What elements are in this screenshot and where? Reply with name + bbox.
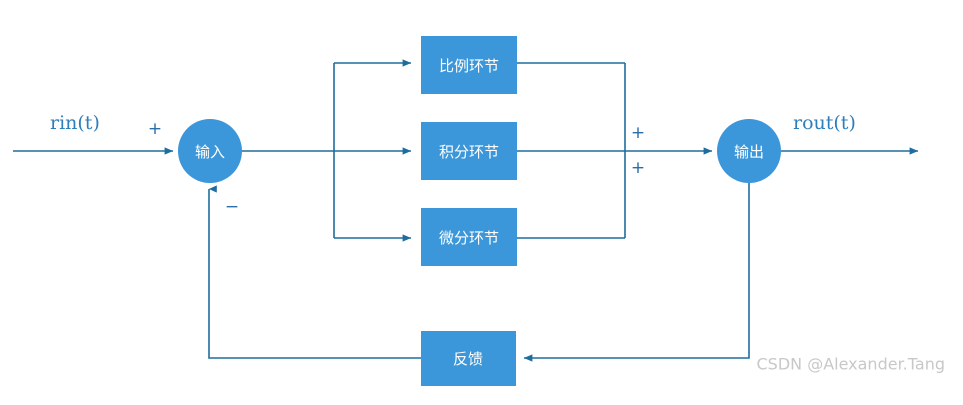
wire-output-to-feedback-block — [523, 183, 750, 362]
derivative-block-label: 微分环节 — [439, 229, 499, 247]
sign-layer: + − + + — [148, 119, 645, 217]
integral-block-label: 积分环节 — [439, 143, 499, 161]
block-integral[interactable]: 积分环节 — [421, 122, 517, 180]
proportional-block-label: 比例环节 — [439, 57, 499, 75]
feedback-block-shape — [421, 331, 516, 386]
signal-label-layer: rin(t) rout(t) — [50, 112, 856, 134]
block-layer: 比例环节 积分环节 微分环节 反馈 — [421, 36, 517, 386]
block-proportional[interactable]: 比例环节 — [421, 36, 517, 94]
feedback-minus-sign: − — [225, 197, 239, 217]
summing-node-input[interactable]: 输入 — [178, 119, 242, 183]
merge-plus-upper-sign: + — [631, 123, 645, 143]
integral-block-shape — [421, 122, 517, 180]
wire-feedback-to-sum — [208, 185, 421, 359]
summing-node-output[interactable]: 输出 — [717, 119, 781, 183]
input-plus-sign: + — [148, 119, 162, 139]
derivative-block-shape — [421, 208, 517, 266]
summing-node-layer: 输入 输出 — [178, 119, 781, 183]
csdn-watermark: CSDN @Alexander.Tang — [757, 355, 946, 374]
output-node-shape — [717, 119, 781, 183]
output-signal-label: rout(t) — [793, 112, 856, 134]
input-signal-label: rin(t) — [50, 112, 100, 134]
output-node-label: 输出 — [734, 143, 764, 161]
input-node-shape — [178, 119, 242, 183]
block-feedback[interactable]: 反馈 — [421, 331, 516, 386]
block-derivative[interactable]: 微分环节 — [421, 208, 517, 266]
proportional-block-shape — [421, 36, 517, 94]
feedback-block-label: 反馈 — [453, 350, 483, 368]
merge-plus-lower-sign: + — [631, 158, 645, 178]
wire-layer — [13, 59, 919, 362]
input-node-label: 输入 — [195, 143, 225, 161]
